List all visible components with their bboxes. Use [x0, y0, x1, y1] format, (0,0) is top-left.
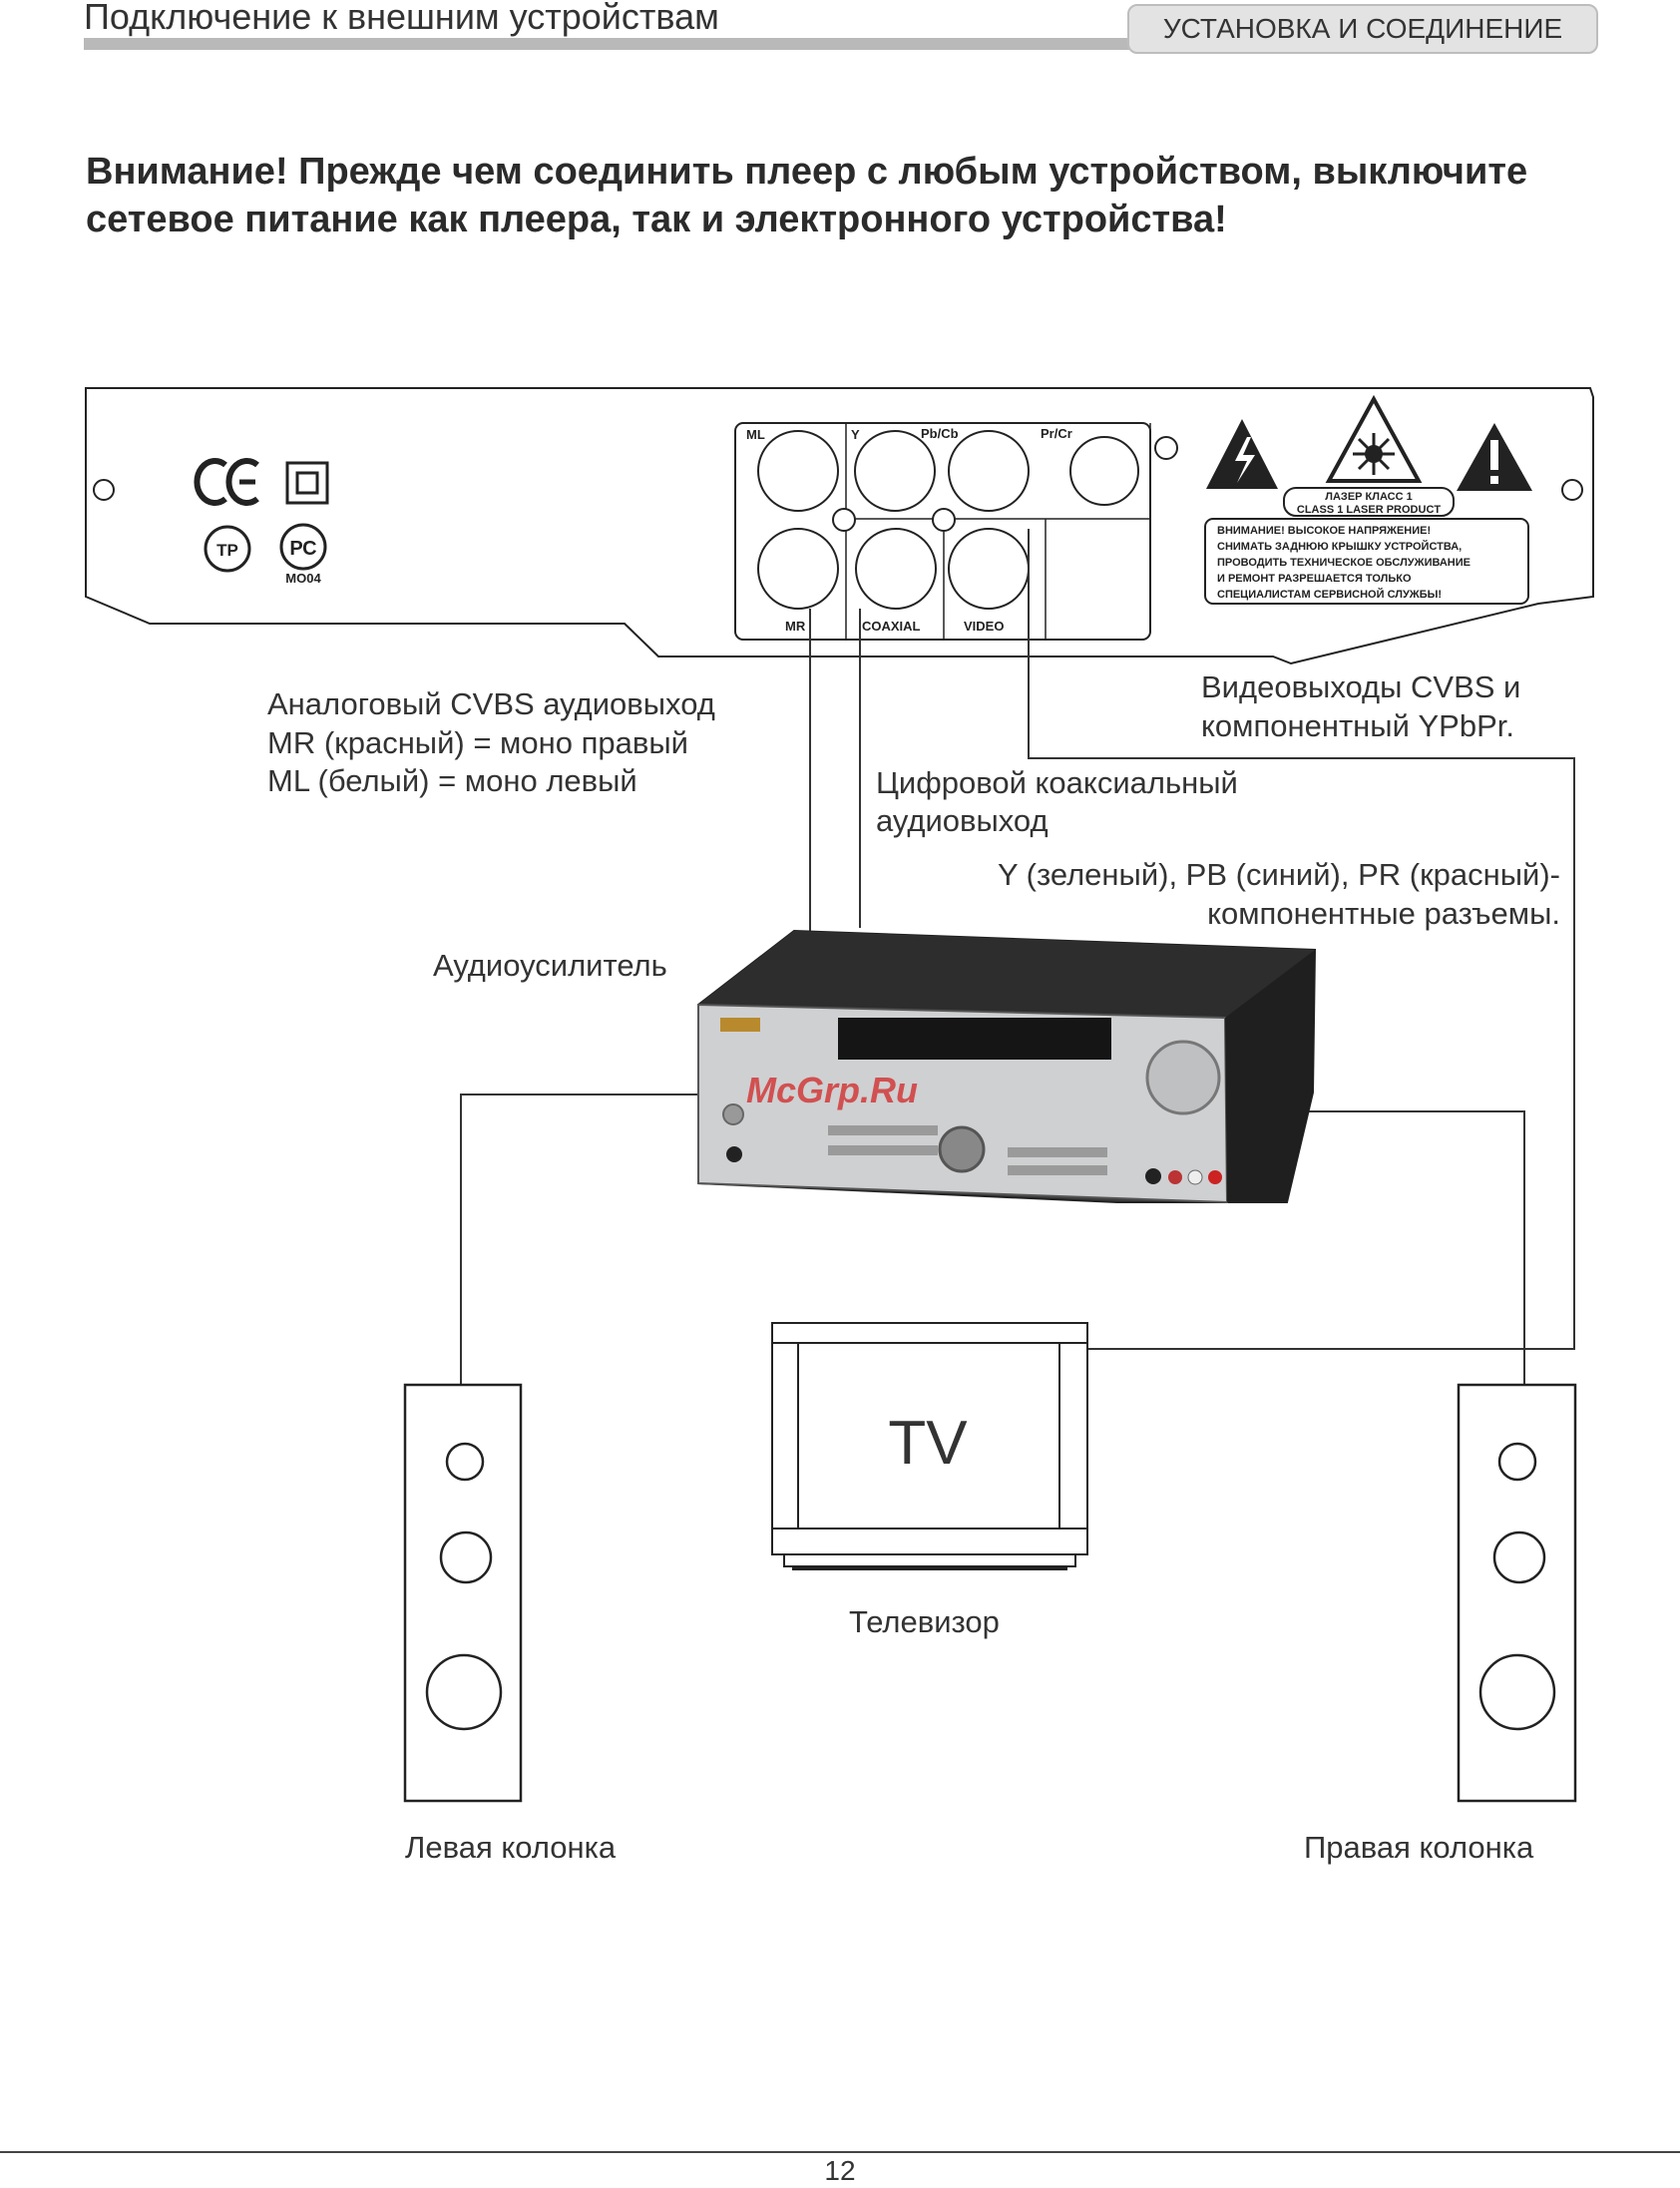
hv-warning-line: ПРОВОДИТЬ ТЕХНИЧЕСКОЕ ОБСЛУЖИВАНИЕ [1217, 557, 1470, 569]
eac-mark-icon: ТР [204, 525, 251, 573]
amplifier-label: Аудиоусилитель [433, 948, 667, 983]
coax-output-label-line2: аудиовыход [876, 803, 1049, 838]
page-number: 12 [824, 2155, 856, 2186]
port-pb-jack [948, 430, 1030, 512]
cable-left-speaker [460, 1094, 698, 1385]
tv-screen-label: TV [888, 1409, 968, 1478]
hv-warning-line: И РЕМОНТ РАЗРЕШАЕТСЯ ТОЛЬКО [1217, 573, 1412, 585]
hv-warning-line: СПЕЦИАЛИСТАМ СЕРВИСНОЙ СЛУЖБЫ! [1217, 588, 1442, 601]
midrange-icon [1492, 1531, 1546, 1584]
laser-hazard-icon [1325, 394, 1423, 483]
port-y-label: Y [851, 427, 860, 442]
analog-output-label-line3: ML (белый) = моно левый [267, 763, 637, 798]
midrange-icon [439, 1531, 493, 1584]
port-y-jack [854, 430, 936, 512]
laser-product-label: CLASS 1 LASER PRODUCT [1297, 504, 1442, 516]
ce-mark-icon [194, 458, 259, 506]
component-label-line2: компонентные разъемы. [1207, 896, 1560, 931]
video-output-label-line2: компонентный YPbPr. [1201, 708, 1514, 743]
cables [460, 529, 1575, 1385]
tweeter-icon [1497, 1442, 1537, 1482]
hv-warning-line: СНИМАТЬ ЗАДНЮЮ КРЫШКУ УСТРОЙСТВА, [1217, 540, 1462, 553]
port-coaxial-label: COAXIAL [862, 619, 921, 634]
port-mr-label: MR [785, 619, 806, 634]
header-rule [84, 38, 1131, 50]
woofer-icon [425, 1653, 503, 1731]
port-ml-label: ML [746, 427, 765, 442]
hv-warning-line: ВНИМАНИЕ! ВЫСОКОЕ НАПРЯЖЕНИЕ! [1217, 525, 1431, 537]
port-pb-label: Pb/Cb [921, 426, 959, 441]
svg-text:ТР: ТР [216, 541, 238, 560]
analog-output-label-line2: MR (красный) = моно правый [267, 725, 688, 760]
screw-hole-left-icon [93, 479, 115, 501]
double-insulation-icon [285, 461, 329, 505]
power-off-warning: Внимание! Прежде чем соединить плеер с л… [86, 151, 1528, 240]
left-speaker-label: Левая колонка [405, 1830, 617, 1865]
right-speaker [1457, 1383, 1577, 1803]
tweeter-icon [445, 1442, 485, 1482]
player-rear-panel: ТР РС MO04 ML Y Pb/Cb Pr/Cr MR COAXIAL V… [85, 387, 1594, 665]
port-mr-jack [757, 528, 839, 610]
footer-rule [0, 2151, 1680, 2153]
screw-hole-right-icon [1561, 479, 1583, 501]
tv-label: Телевизор [849, 1604, 1000, 1639]
cert-mark-label: MO04 [285, 571, 321, 586]
section-tab: УСТАНОВКА И СОЕДИНЕНИЕ [1127, 4, 1598, 54]
left-speaker [403, 1383, 523, 1803]
port-coaxial-jack [855, 528, 937, 610]
port-ml-jack [757, 430, 839, 512]
cable-video [960, 529, 1575, 1350]
high-voltage-icon [1206, 419, 1278, 489]
page-header-title: Подключение к внешним устройствам [84, 0, 719, 37]
analog-output-label-line1: Аналоговый CVBS аудиовыход [267, 686, 715, 721]
port-pr-jack [1069, 436, 1139, 506]
video-output-label-line1: Видеовыходы CVBS и [1201, 669, 1521, 704]
svg-text:РС: РС [289, 538, 316, 560]
port-pr-label: Pr/Cr [1041, 426, 1072, 441]
watermark: McGrp.Ru [746, 1070, 919, 1110]
caution-exclamation-icon [1457, 423, 1532, 491]
laser-class-label: ЛАЗЕР КЛАСС 1 [1325, 491, 1412, 503]
tv-set [771, 1322, 1088, 1570]
cable-right-speaker [1309, 1110, 1525, 1385]
rst-mark-icon: РС [279, 523, 327, 571]
right-speaker-label: Правая колонка [1304, 1830, 1534, 1865]
port-video-label: VIDEO [964, 619, 1004, 634]
component-label-line1: Y (зеленый), PB (синий), PR (красный)- [997, 857, 1560, 892]
audio-amplifier [697, 929, 1317, 1204]
coax-output-label-line1: Цифровой коаксиальный [876, 765, 1238, 800]
woofer-icon [1478, 1653, 1556, 1731]
